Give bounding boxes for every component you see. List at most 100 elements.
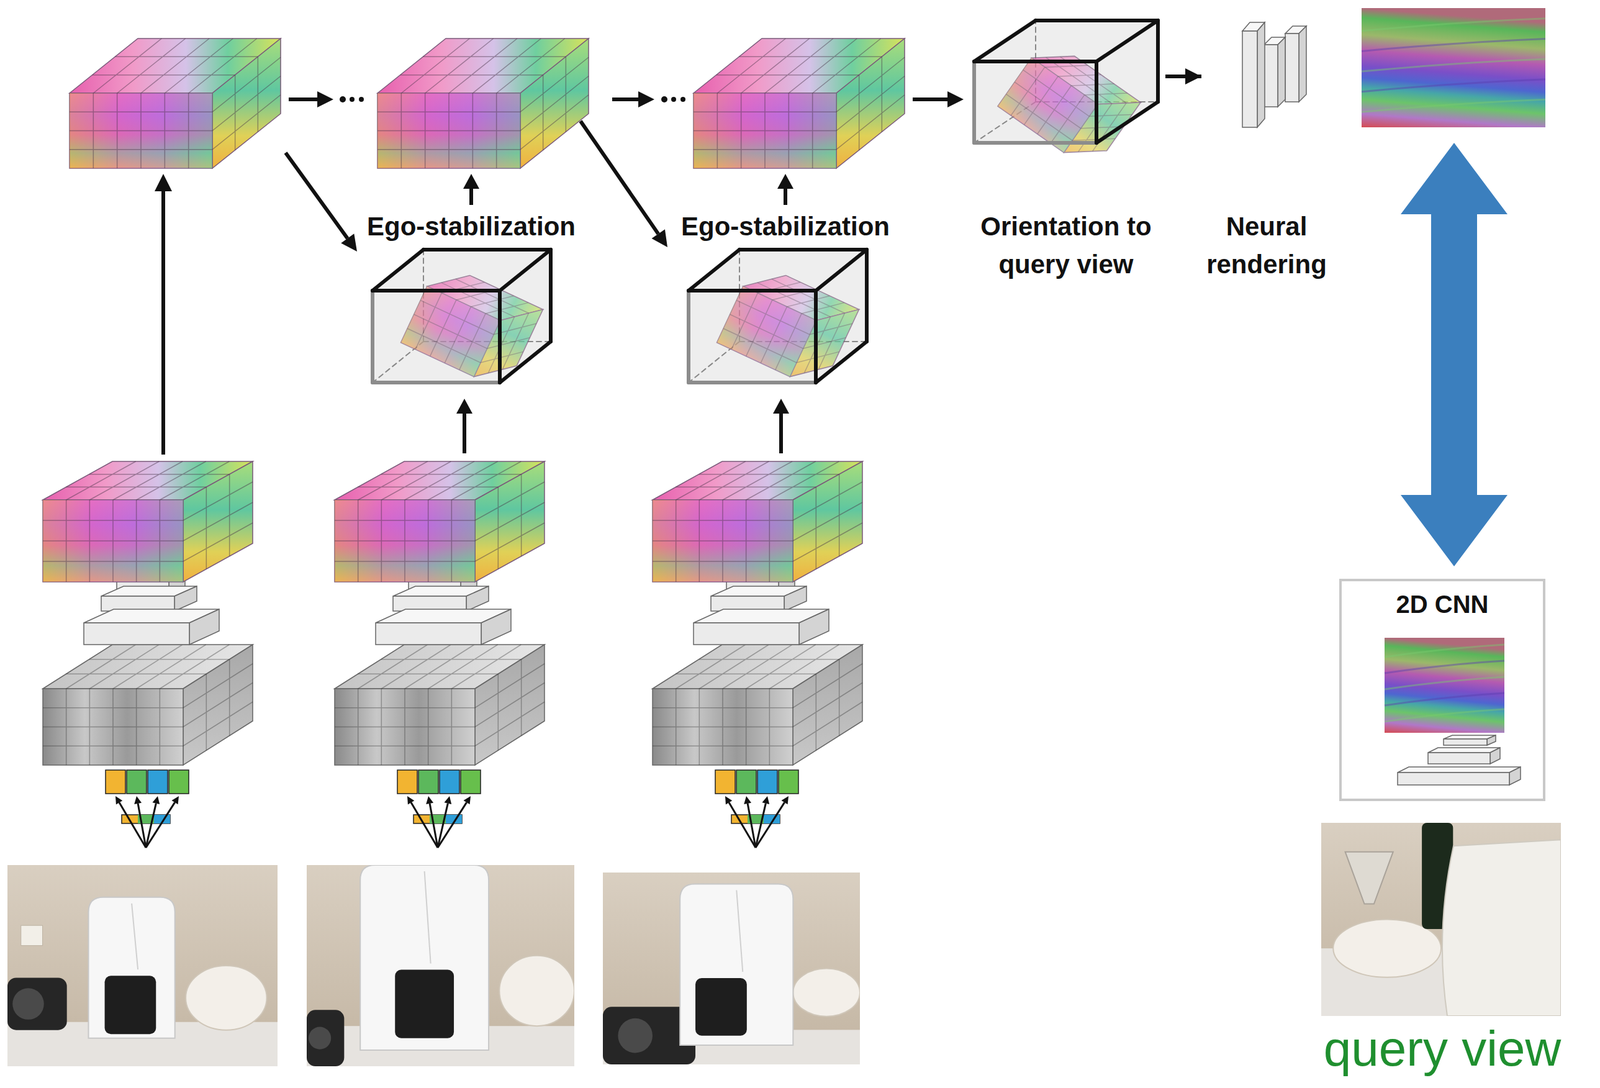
frame-edge xyxy=(1094,61,1099,143)
arrow-head xyxy=(317,91,334,108)
frame-edge xyxy=(974,20,1036,62)
feature-band xyxy=(1384,709,1505,722)
cnn-layer xyxy=(1428,747,1501,764)
frame-edge xyxy=(548,249,553,342)
frame-edge xyxy=(372,288,500,293)
stabilization-to-memory-arrow xyxy=(463,173,480,205)
view-caption: query view xyxy=(1311,1021,1573,1076)
unprojection-cell xyxy=(147,769,168,794)
photo-paper xyxy=(792,968,860,1017)
photo-seam xyxy=(736,890,743,972)
cube-side xyxy=(799,609,829,645)
unprojection-cell xyxy=(418,769,439,794)
unprojection-ray xyxy=(145,795,179,848)
cube-front xyxy=(693,622,800,645)
arrow-head xyxy=(781,795,789,805)
frame-edge xyxy=(815,249,867,291)
unprojection-ray xyxy=(115,795,146,848)
photo-wall xyxy=(602,872,860,1065)
cnn-layer xyxy=(693,609,829,645)
renderer-step: Neural rendering xyxy=(1201,12,1332,284)
photo-seam xyxy=(424,871,431,963)
arrow-shaft xyxy=(779,413,783,454)
renderer-layer xyxy=(1264,37,1286,107)
frame-edge xyxy=(688,288,816,293)
cube-top xyxy=(1397,766,1521,773)
arrow-head xyxy=(463,173,480,189)
cube-side xyxy=(1509,766,1521,785)
cube-side xyxy=(784,586,807,611)
photo-seam xyxy=(131,903,138,970)
cnn-layer xyxy=(393,586,489,611)
photo-carafe xyxy=(104,975,157,1034)
cube-front xyxy=(375,622,482,645)
photo-radio-speaker xyxy=(308,1026,331,1050)
arrow-head xyxy=(115,795,123,805)
feature-band xyxy=(1384,692,1505,706)
arrow-head xyxy=(171,795,179,805)
frame-edge xyxy=(1096,101,1158,143)
arrow-shaft xyxy=(288,97,318,102)
arrow-shaft xyxy=(429,803,438,848)
connector-arrow xyxy=(1165,74,1202,79)
ellipsis-dot xyxy=(349,96,355,102)
cube-grid xyxy=(69,38,281,169)
frame-edge xyxy=(499,249,551,291)
feature-image xyxy=(1384,637,1505,733)
stabilization-frame xyxy=(372,249,551,392)
frame-edge xyxy=(1096,20,1158,62)
node-label: 2D CNN xyxy=(1346,586,1538,623)
cube-front xyxy=(83,622,190,645)
cube-front xyxy=(1443,738,1488,746)
input-photo xyxy=(602,872,860,1065)
arrow-head xyxy=(134,795,142,805)
cnn-layer xyxy=(1443,735,1496,746)
stabilization-step: Ego-stabilization xyxy=(661,207,910,395)
frame-edge xyxy=(974,59,1097,64)
memory-to-stabilization-arrow xyxy=(580,121,668,248)
unprojection-cell xyxy=(757,769,778,794)
unprojection-ray xyxy=(755,795,789,848)
frame-edge xyxy=(813,290,818,383)
frame-edge xyxy=(739,247,867,252)
arrow-head xyxy=(947,91,964,108)
photo-radio xyxy=(7,977,68,1030)
cube-side xyxy=(481,609,511,645)
rotated-tensor xyxy=(401,260,544,392)
cube-side xyxy=(1490,747,1501,764)
unprojection-cell xyxy=(397,769,418,794)
arrow-shaft xyxy=(728,802,756,848)
ellipsis-dot xyxy=(680,96,686,102)
comparison-double-arrow xyxy=(1400,142,1508,567)
unprojection-ray xyxy=(755,795,770,848)
feature-band xyxy=(1361,18,1546,32)
unprojection-ray xyxy=(134,795,146,848)
arrow-shaft xyxy=(145,802,176,848)
arrow-shaft xyxy=(612,97,639,102)
input-feature-grid xyxy=(652,644,863,765)
feature-band xyxy=(1361,38,1546,51)
stabilization-step: Ego-stabilization xyxy=(347,207,596,395)
cube-side xyxy=(466,586,489,611)
orientation-step: Orientation to query view xyxy=(966,12,1166,284)
node-label: Orientation to query view xyxy=(966,207,1166,284)
arrow-head xyxy=(725,795,733,805)
frame-edge xyxy=(686,290,691,383)
arrow-head xyxy=(463,795,471,805)
cube-grid xyxy=(652,461,863,582)
stabilization-to-memory-arrow xyxy=(777,173,794,205)
unprojection-cell xyxy=(105,769,126,794)
arrow-shaft xyxy=(285,152,348,239)
arrow-shaft xyxy=(119,802,146,848)
arrow-shaft xyxy=(161,191,166,455)
frame-edge xyxy=(372,380,500,385)
photo-kettle xyxy=(1442,839,1561,1016)
rotated-tensor xyxy=(997,36,1141,172)
unprojection-cell xyxy=(168,769,189,794)
cube-grid xyxy=(42,461,253,582)
stabilization-frame xyxy=(974,20,1158,172)
feature-tensor xyxy=(652,461,863,582)
arrow-head xyxy=(152,795,160,805)
unprojection-ray xyxy=(145,795,160,848)
